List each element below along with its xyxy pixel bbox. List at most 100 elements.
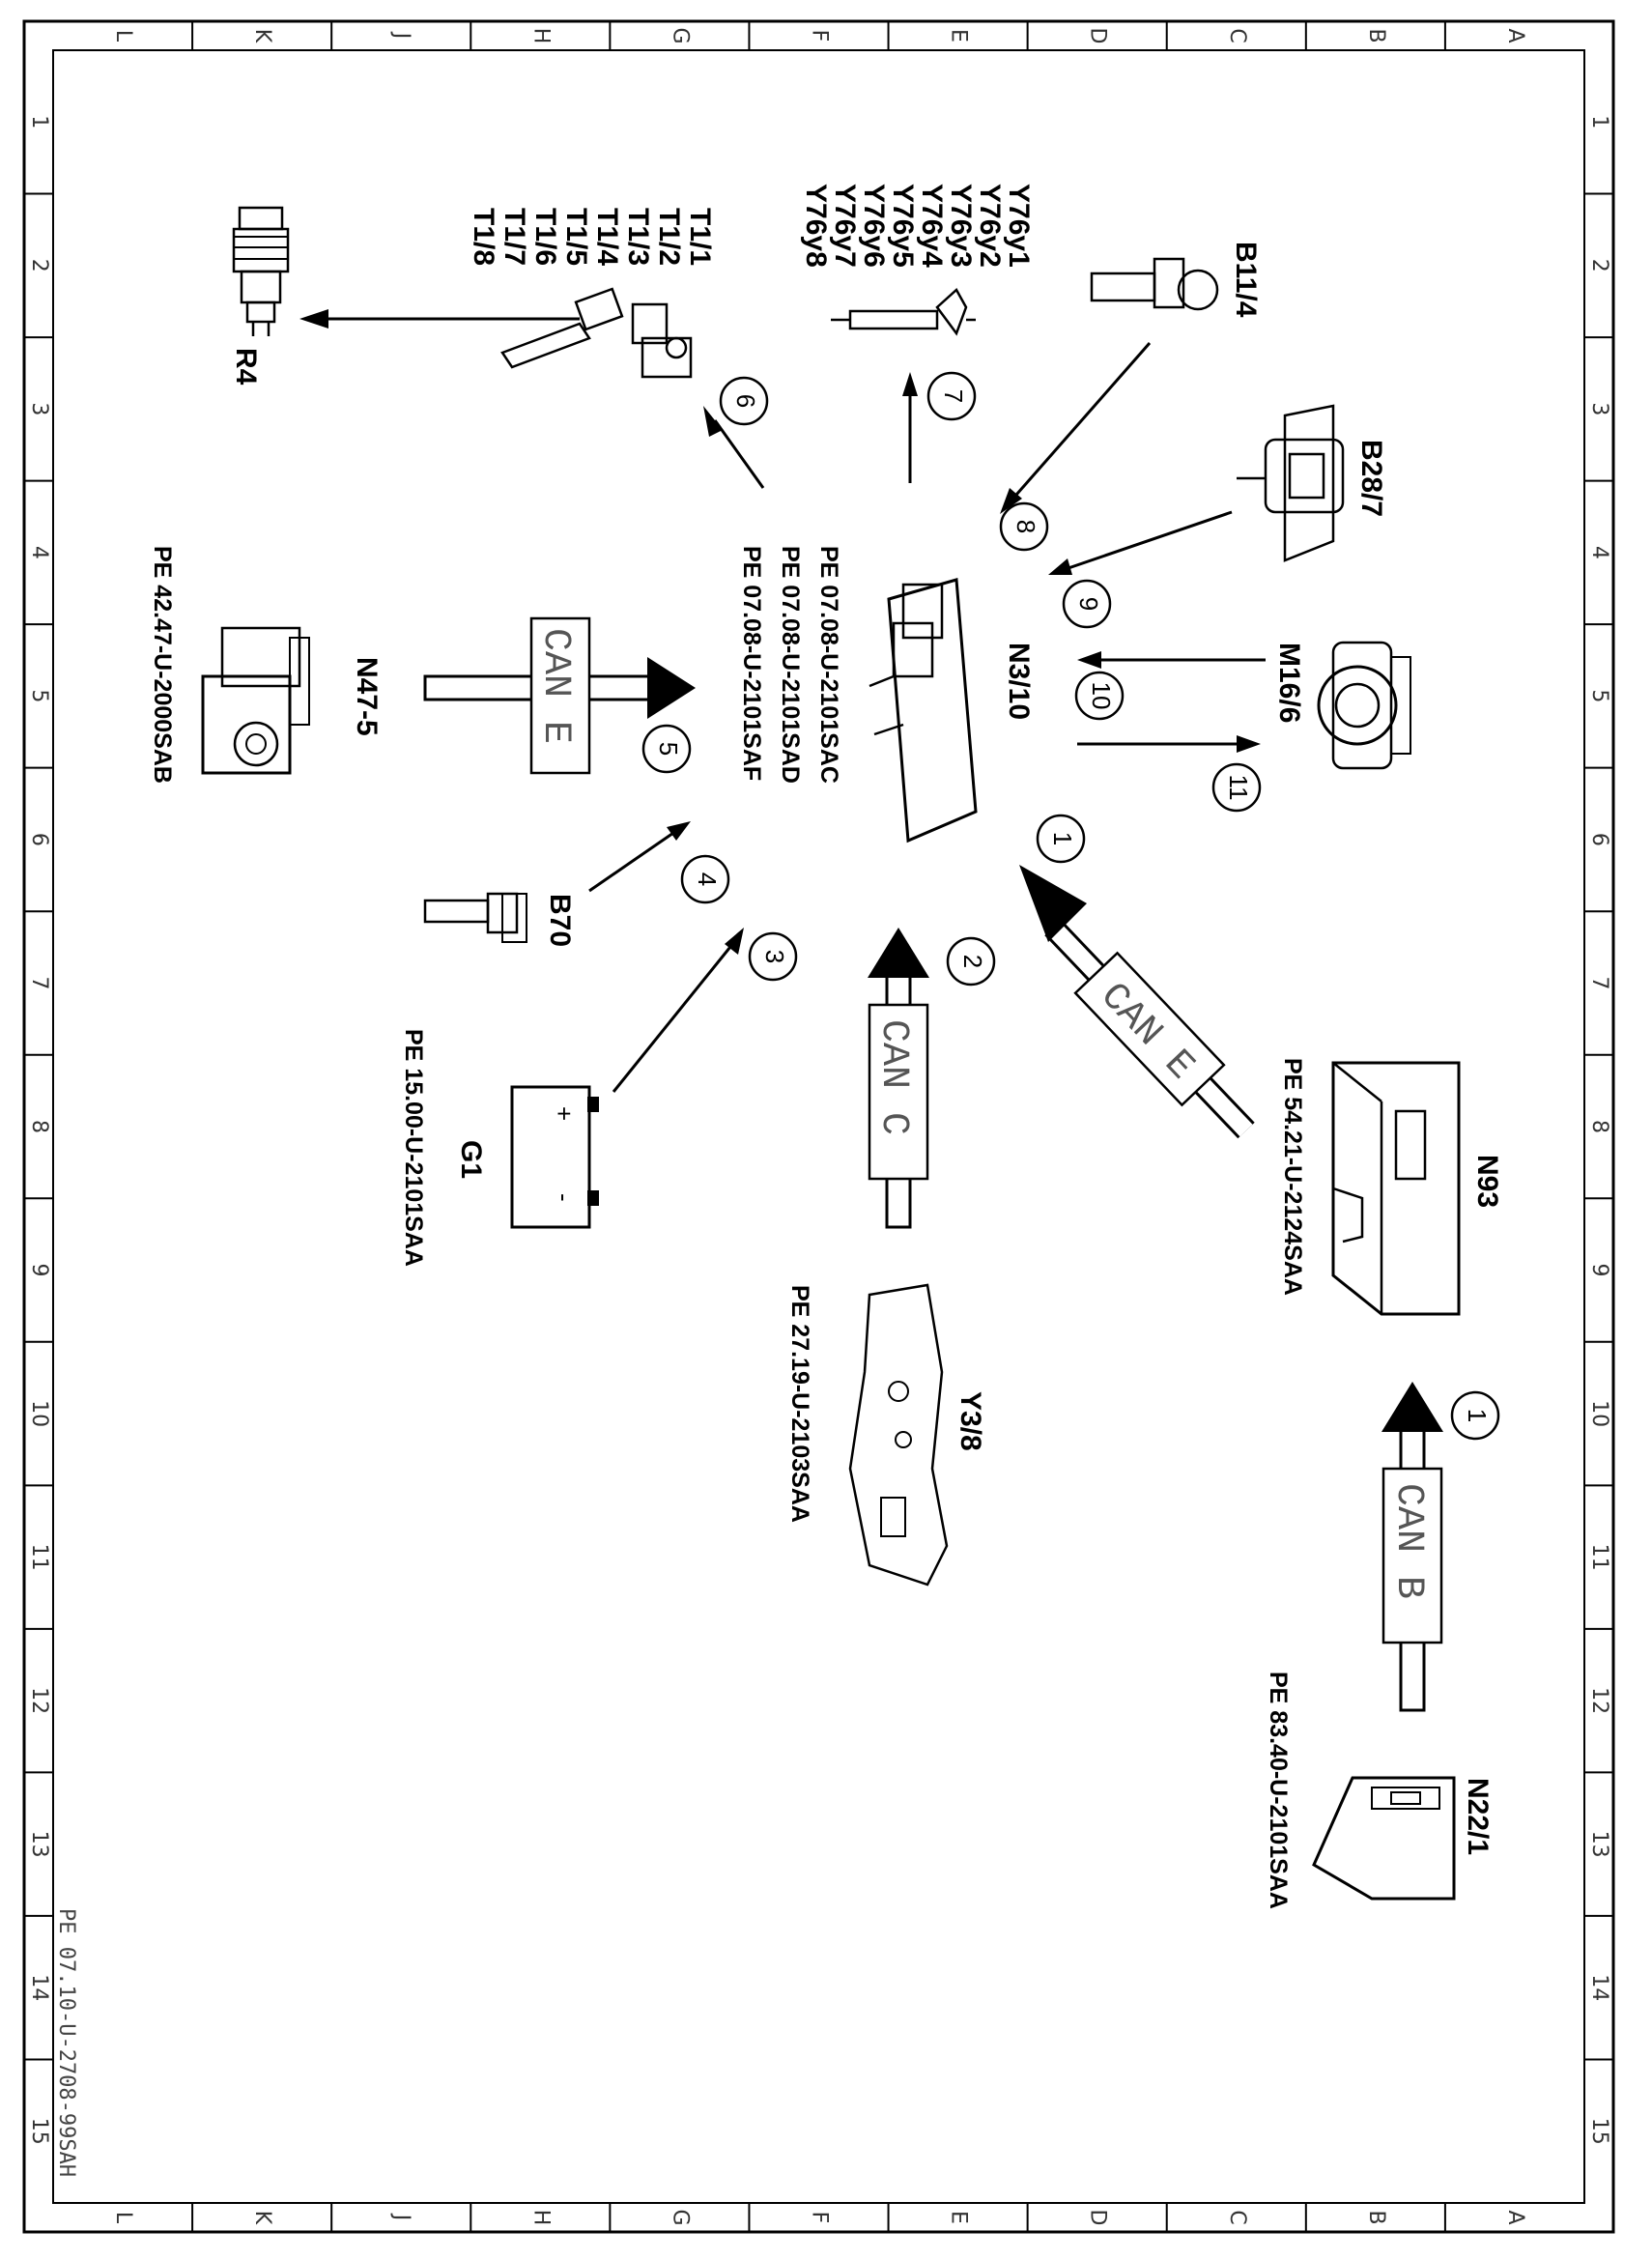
- grid-number-1-left: 1: [27, 115, 51, 129]
- t1-label: T1/2: [653, 208, 685, 266]
- callout-3: 3: [748, 931, 798, 982]
- grid-letter-b-top: B: [1364, 28, 1388, 43]
- grid-letter-d-top: D: [1086, 28, 1110, 44]
- ref-n3-10-sac: PE 07.08-U-2101SAC: [815, 546, 842, 784]
- ref-y3-8: PE 27.19-U-2103SAA: [786, 1285, 813, 1523]
- grid-number-9-left: 9: [27, 1264, 51, 1277]
- grid-number-5-right: 5: [1587, 689, 1611, 702]
- esp-control-unit-icon: [201, 626, 310, 775]
- pressure-sensor-icon: [1237, 404, 1345, 562]
- label-b70: B70: [544, 894, 576, 947]
- grid-number-1-right: 1: [1587, 115, 1611, 129]
- y76-label: Y76y7: [829, 184, 861, 268]
- grid-number-15-right: 15: [1587, 2118, 1611, 2145]
- n93-control-unit-icon: [1331, 1061, 1461, 1316]
- can-b-bus-arrow-1: CAN B: [1381, 1382, 1443, 1712]
- injector-icon: [831, 288, 976, 336]
- label-b28-7: B28/7: [1355, 440, 1387, 517]
- grid-letter-b-bottom: B: [1364, 2210, 1388, 2224]
- grid-letter-g-bottom: G: [668, 2209, 692, 2225]
- ref-n22-1: PE 83.40-U-2101SAA: [1265, 1672, 1292, 1909]
- label-can-b: CAN B: [1386, 1483, 1430, 1599]
- label-n22-1: N22/1: [1462, 1778, 1494, 1855]
- grid-letter-e-bottom: E: [947, 2211, 971, 2224]
- grid-number-15-left: 15: [27, 2118, 51, 2145]
- grid-number-11-right: 11: [1587, 1544, 1611, 1571]
- grid-letter-k-bottom: K: [250, 2211, 274, 2225]
- y76-label: Y76y3: [945, 184, 977, 268]
- can-e-bus-arrow-1: CAN E: [1019, 865, 1255, 1139]
- callout-number: 5: [654, 742, 683, 756]
- grid-letter-a-bottom: A: [1503, 2210, 1527, 2224]
- callout-number: 4: [693, 872, 722, 886]
- label-r4: R4: [230, 348, 262, 386]
- signal-arrows: [588, 342, 1266, 1093]
- grid-letter-j-bottom: J: [389, 2213, 413, 2221]
- ref-n47-5: PE 42.47-U-2000SAB: [149, 546, 176, 784]
- t1-label: T1/1: [684, 208, 716, 266]
- can-e-bus-arrow-5: CAN E: [423, 616, 696, 775]
- callout-2: 2: [946, 936, 996, 987]
- callout-9: 9: [1062, 579, 1112, 629]
- grid-number-10-left: 10: [27, 1400, 51, 1427]
- callout-number: 10: [1087, 682, 1116, 710]
- grid-number-9-right: 9: [1587, 1264, 1611, 1277]
- y76-label: Y76y1: [1003, 184, 1035, 268]
- grid-letter-l-top: L: [111, 30, 135, 43]
- throttle-actuator-icon: [1317, 641, 1411, 770]
- label-n3-10: N3/10: [1003, 643, 1035, 720]
- grid-letter-d-bottom: D: [1086, 2210, 1110, 2226]
- battery-icon: + -: [510, 1085, 599, 1229]
- label-n47-5: N47-5: [351, 657, 383, 736]
- grid-letter-c-bottom: C: [1225, 2210, 1249, 2224]
- callout-number: 3: [760, 950, 789, 963]
- callout-number: 9: [1074, 597, 1103, 611]
- label-can-e-5: CAN E: [533, 628, 577, 744]
- callout-11: 11: [1211, 762, 1262, 813]
- callout-4: 4: [680, 854, 730, 904]
- n22-1-control-unit-icon: [1312, 1776, 1456, 1901]
- grid-number-4-right: 4: [1587, 546, 1611, 559]
- grid-number-11-left: 11: [27, 1544, 51, 1571]
- callout-number: 7: [939, 389, 968, 403]
- grid-number-3-right: 3: [1587, 402, 1611, 415]
- grid-number-4-left: 4: [27, 546, 51, 559]
- temperature-sensor-icon: [1090, 257, 1219, 311]
- t1-label: T1/5: [560, 208, 592, 266]
- ignition-coil-icon: [500, 287, 693, 379]
- grid-letter-c-top: C: [1225, 28, 1249, 43]
- grid-letter-f-top: F: [808, 30, 832, 43]
- ref-n3-10-saf: PE 07.08-U-2101SAF: [738, 546, 765, 781]
- y76-label: Y76y5: [887, 184, 919, 268]
- grid-number-5-left: 5: [27, 689, 51, 702]
- callout-10: 10: [1074, 671, 1125, 721]
- grid-number-8-right: 8: [1587, 1120, 1611, 1133]
- t1-label-list: T1/1T1/2T1/3T1/4T1/5T1/6T1/7T1/8: [468, 208, 716, 266]
- can-c-bus-arrow-2: CAN C: [868, 928, 929, 1229]
- grid-number-6-right: 6: [1587, 833, 1611, 846]
- callout-number: 2: [958, 955, 987, 968]
- callout-6: 6: [719, 376, 769, 426]
- t1-label: T1/4: [591, 208, 623, 266]
- callout-number: 6: [731, 394, 760, 408]
- callout-8: 8: [999, 501, 1049, 552]
- battery-plus: +: [550, 1106, 579, 1121]
- callout-1: 1: [1036, 814, 1086, 864]
- t1-label: T1/7: [498, 208, 530, 266]
- label-g1: G1: [455, 1140, 487, 1179]
- grid-number-2-right: 2: [1587, 259, 1611, 272]
- grid-letter-a-top: A: [1503, 28, 1527, 43]
- callout-number: 11: [1224, 775, 1253, 801]
- grid-number-7-left: 7: [27, 976, 51, 989]
- engine-control-unit-icon: [869, 578, 978, 844]
- label-can-c: CAN C: [871, 1019, 915, 1135]
- grid-number-14-right: 14: [1587, 1974, 1611, 2001]
- callout-5: 5: [641, 724, 692, 774]
- callout-number: 8: [1011, 520, 1040, 533]
- grid-letter-g-top: G: [668, 27, 692, 43]
- grid-letter-j-top: J: [389, 31, 413, 40]
